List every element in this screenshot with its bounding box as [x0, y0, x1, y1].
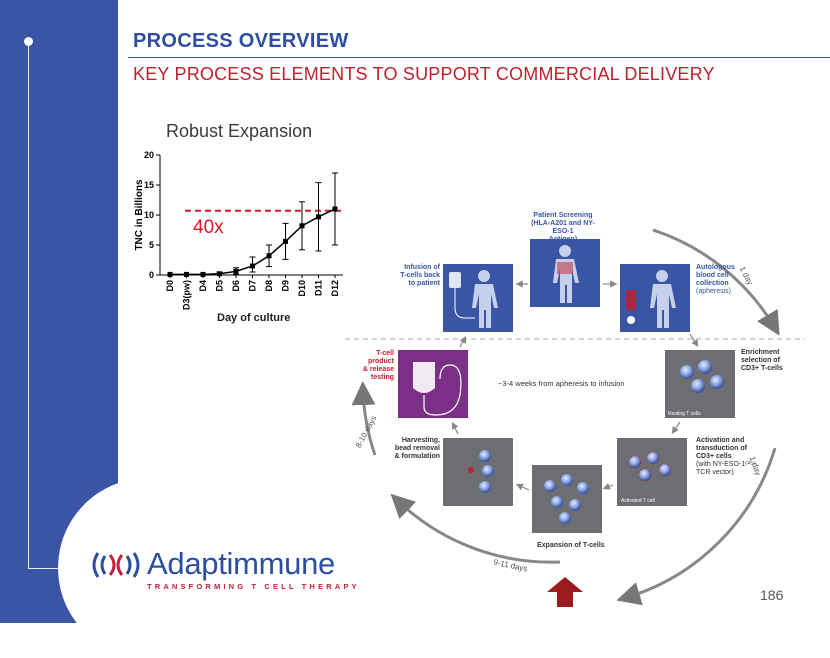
harvest-label: Harvesting,bead removal& formulation	[394, 437, 441, 460]
brand-tagline: TRANSFORMING T CELL THERAPY	[147, 582, 360, 591]
activated-caption: Activated T cell	[621, 498, 655, 504]
reference-label: 40x	[193, 217, 224, 238]
cycle-arrow-top	[652, 228, 780, 336]
cell-cluster	[468, 360, 724, 524]
chart-title: Robust Expansion	[166, 121, 313, 141]
data-point	[316, 214, 321, 220]
y-tick-label: 20	[144, 150, 154, 160]
x-tick-label: D5	[215, 280, 225, 292]
x-tick-label: D10	[297, 280, 307, 297]
up-arrow-icon	[547, 577, 583, 607]
x-tick-label: D6	[231, 280, 241, 292]
data-point	[217, 271, 222, 277]
screening-label: Patient Screening (HLA-A201 and NY-ESO-1…	[531, 212, 595, 243]
activation-box	[617, 438, 687, 506]
adaptimmune-logo-icon	[92, 552, 140, 578]
data-point	[167, 271, 173, 277]
title-divider	[128, 57, 830, 58]
data-point	[200, 271, 206, 277]
page-number: 186	[760, 587, 784, 603]
x-tick-label: D3(pw)	[182, 280, 192, 310]
data-point	[332, 206, 338, 212]
data-point	[250, 263, 255, 269]
y-tick-label: 5	[149, 240, 154, 250]
expansion-label: Expansion of T-cells	[537, 542, 605, 549]
data-point	[184, 271, 189, 277]
sidebar-line	[28, 42, 29, 569]
apheresis-device-icon	[626, 290, 636, 324]
x-tick-label: D12	[330, 280, 340, 297]
y-tick-label: 15	[144, 180, 154, 190]
x-tick-label: D0	[165, 280, 175, 292]
product-bag-icon	[413, 362, 462, 416]
page-subtitle: KEY PROCESS ELEMENTS TO SUPPORT COMMERCI…	[133, 64, 715, 84]
cycle-arrow-bottom-right	[616, 447, 777, 606]
y-tick-label: 0	[149, 270, 154, 280]
x-tick-label: D7	[248, 280, 258, 292]
x-tick-label: D9	[281, 280, 291, 292]
page-title: PROCESS OVERVIEW	[133, 30, 349, 52]
y-axis-label: TNC in Billions	[134, 179, 145, 251]
y-tick-label: 10	[144, 210, 154, 220]
cycle-arrow-left	[351, 381, 377, 456]
chart-x-label: Day of culture	[217, 312, 291, 324]
sidebar-dot	[24, 37, 33, 46]
data-point	[283, 238, 288, 244]
process-diagram	[345, 228, 805, 607]
harvest-box	[443, 438, 513, 506]
cycle-arrow-bottom-left	[390, 493, 561, 564]
x-tick-label: D11	[314, 280, 324, 296]
x-tick-label: D8	[264, 280, 274, 292]
data-point	[233, 268, 239, 274]
resting-caption: Resting T cells	[668, 411, 701, 417]
screening-highlight	[557, 262, 573, 274]
data-point	[266, 253, 272, 259]
iv-bag-icon	[449, 272, 475, 319]
timeline-center-text: ~3-4 weeks from apheresis to infusion	[498, 379, 625, 388]
x-tick-label: D4	[198, 280, 208, 292]
data-point	[299, 223, 305, 229]
brand-name: Adaptimmune	[147, 546, 335, 581]
